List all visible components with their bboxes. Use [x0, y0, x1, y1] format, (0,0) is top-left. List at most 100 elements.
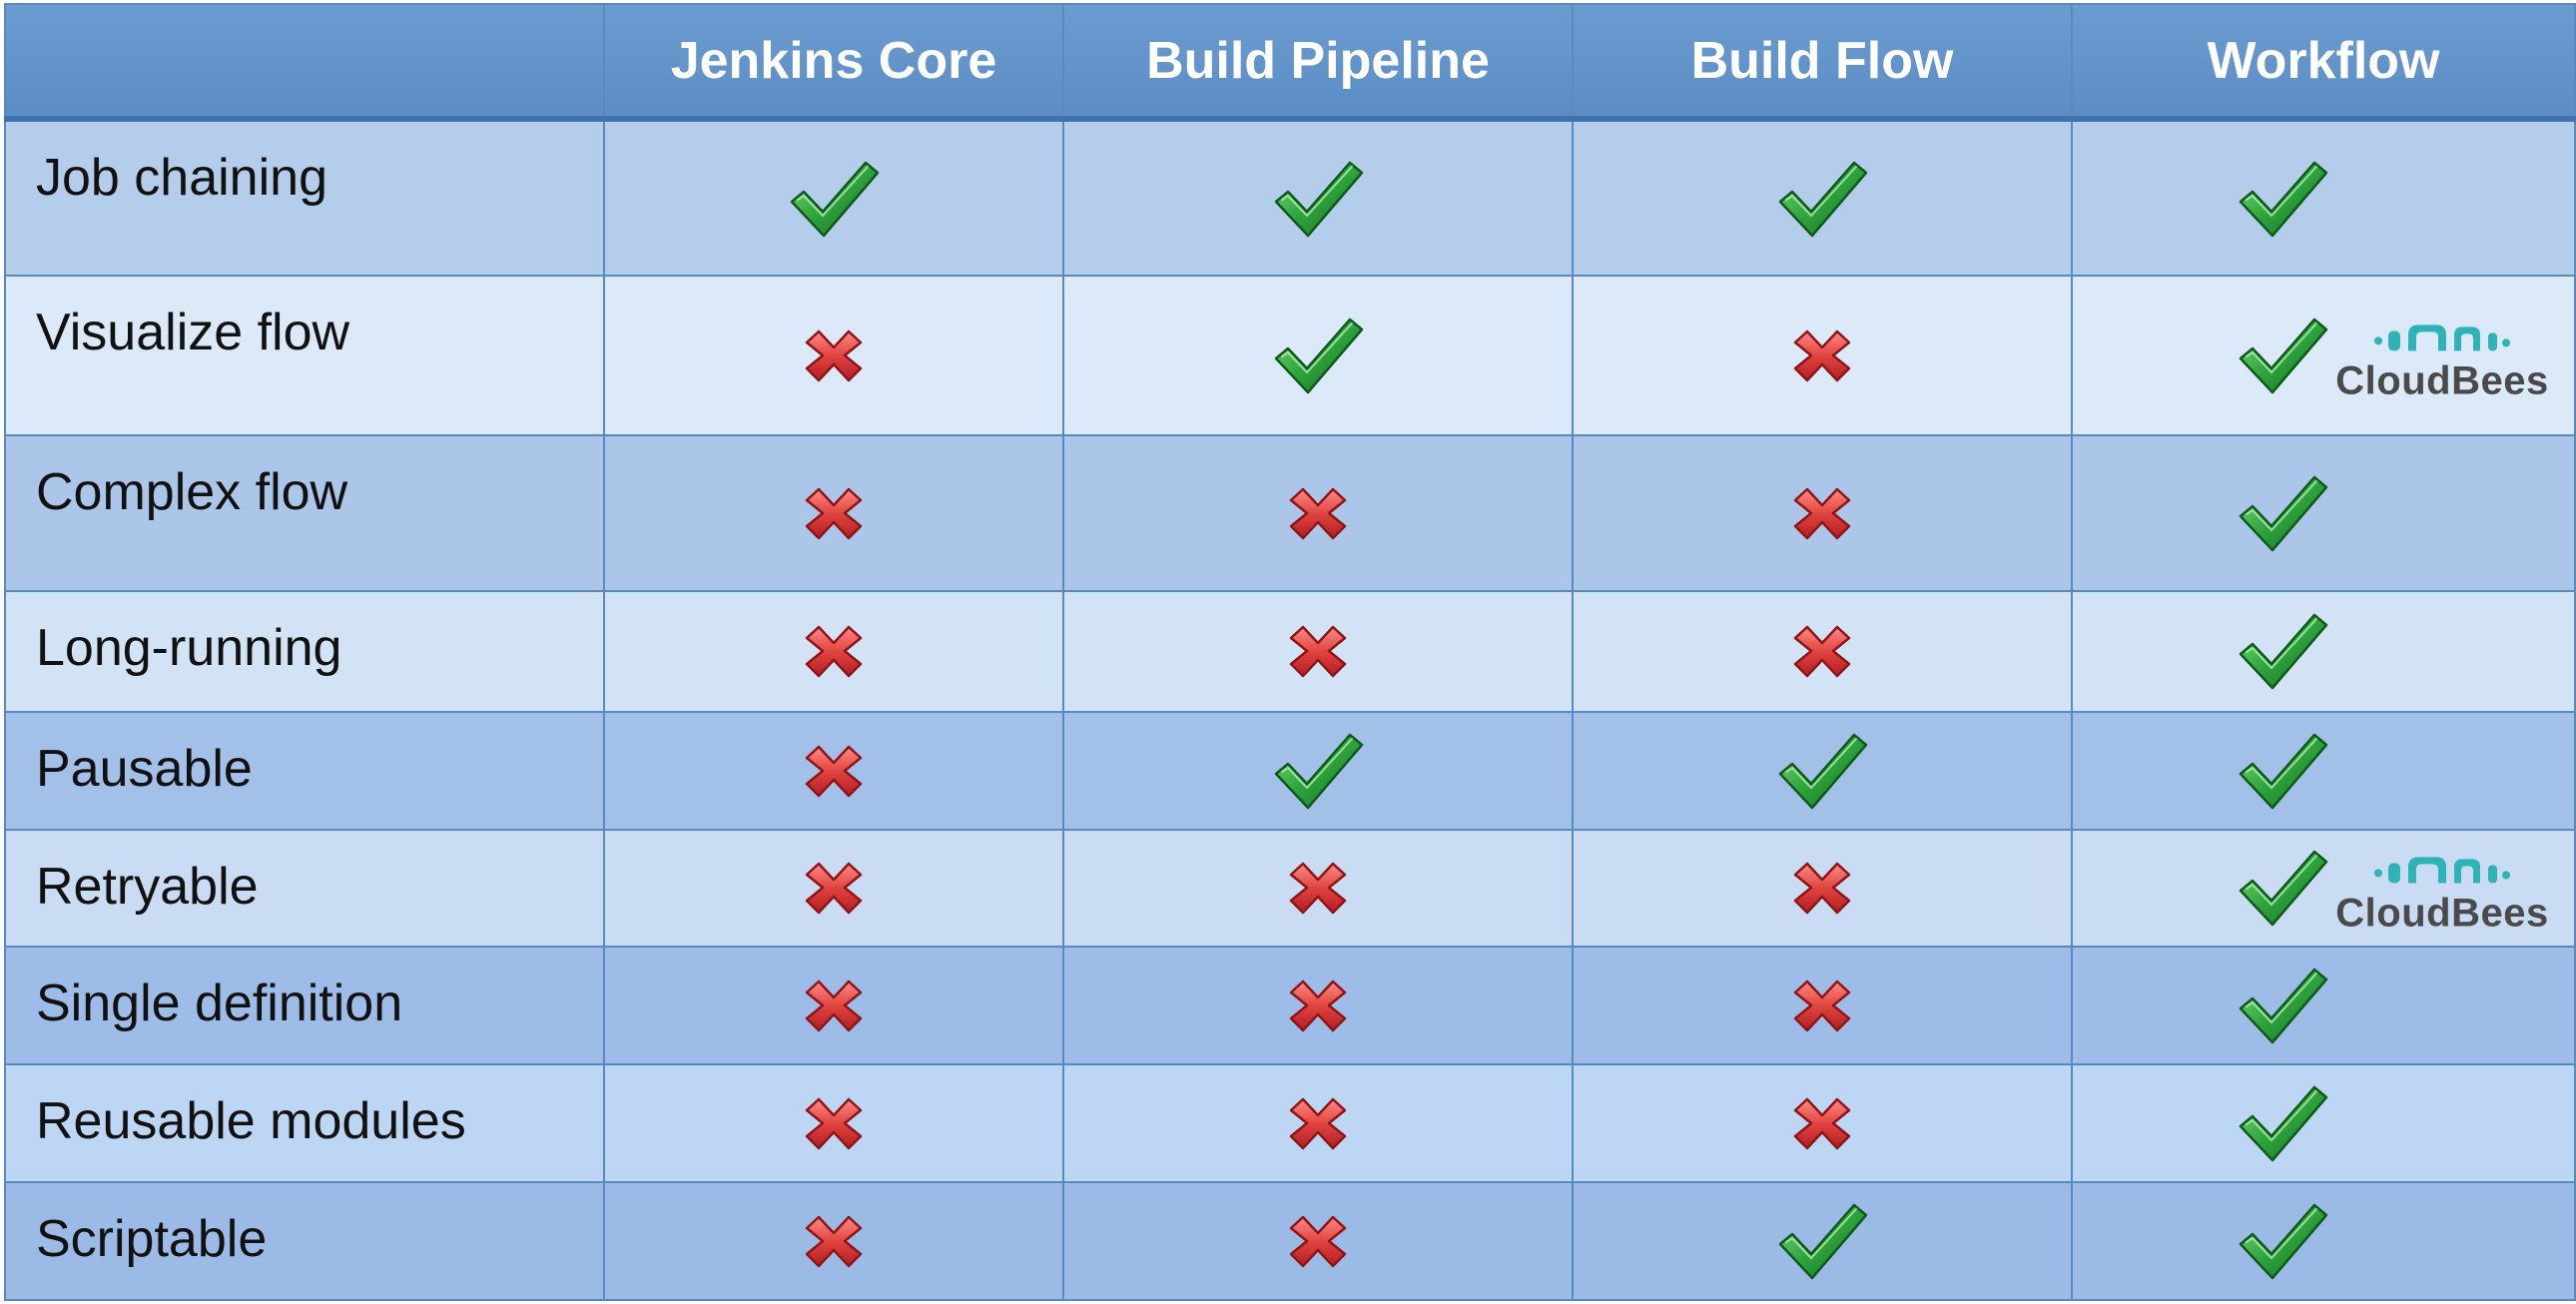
- red-x-icon: [801, 620, 867, 682]
- cell-jenkins-core: [603, 1180, 1064, 1302]
- cloudbees-wordmark: CloudBees: [2335, 358, 2549, 403]
- red-x-icon: [1789, 857, 1855, 919]
- green-check-icon: [2237, 472, 2328, 554]
- red-x-icon: [1285, 1092, 1351, 1154]
- table-row: Reusable modules: [4, 1063, 2576, 1183]
- cell-build-pipeline: [1062, 275, 1574, 436]
- cell-jenkins-core: [603, 946, 1064, 1066]
- column-header-build-flow: Build Flow: [1572, 3, 2073, 122]
- table-row: Long-running: [4, 590, 2576, 713]
- feature-label: Visualize flow: [4, 275, 605, 436]
- cloudbees-logo: CloudBees: [2322, 850, 2562, 934]
- green-check-icon: [1776, 1200, 1868, 1282]
- cell-build-flow: [1572, 1063, 2073, 1183]
- table-row: Pausable: [4, 710, 2576, 831]
- feature-label: Retryable: [4, 828, 605, 949]
- cell-workflow: [2071, 117, 2576, 278]
- cell-workflow: [2071, 946, 2576, 1066]
- feature-label: Reusable modules: [4, 1063, 605, 1183]
- cell-jenkins-core: [603, 117, 1064, 278]
- red-x-icon: [1285, 482, 1351, 544]
- cell-build-pipeline: [1062, 1180, 1574, 1302]
- red-x-icon: [1789, 975, 1855, 1036]
- red-x-icon: [801, 482, 867, 544]
- red-x-icon: [1789, 1092, 1855, 1154]
- cell-build-flow: [1572, 590, 2073, 713]
- feature-label: Complex flow: [4, 433, 605, 593]
- red-x-icon: [1789, 325, 1855, 386]
- cell-build-flow: [1572, 1180, 2073, 1302]
- red-x-icon: [1285, 620, 1351, 682]
- cell-build-pipeline: [1062, 117, 1574, 278]
- feature-label: Job chaining: [4, 117, 605, 278]
- green-check-icon: [2237, 1200, 2328, 1282]
- cell-build-flow: [1572, 275, 2073, 436]
- cell-jenkins-core: [603, 710, 1064, 831]
- cloudbees-logo: CloudBees: [2322, 317, 2562, 400]
- feature-label: Long-running: [4, 590, 605, 713]
- cell-jenkins-core: [603, 1063, 1064, 1183]
- cell-build-pipeline: [1062, 946, 1574, 1066]
- feature-label: Single definition: [4, 946, 605, 1066]
- cell-workflow: [2071, 710, 2576, 831]
- red-x-icon: [1285, 857, 1351, 919]
- green-check-icon: [2237, 847, 2328, 929]
- green-check-icon: [2237, 965, 2328, 1046]
- green-check-icon: [1776, 730, 1868, 812]
- green-check-icon: [1272, 730, 1364, 812]
- cell-build-pipeline: [1062, 828, 1574, 949]
- cell-jenkins-core: [603, 275, 1064, 436]
- red-x-icon: [801, 740, 867, 802]
- green-check-icon: [1272, 315, 1364, 396]
- red-x-icon: [1789, 482, 1855, 544]
- column-header-build-pipeline: Build Pipeline: [1062, 3, 1574, 122]
- column-header-workflow: Workflow: [2071, 3, 2576, 122]
- green-check-icon: [2237, 1082, 2328, 1164]
- table-row: Scriptable: [4, 1180, 2576, 1302]
- table-row: Job chaining: [4, 117, 2576, 278]
- feature-label: Scriptable: [4, 1180, 605, 1302]
- cell-build-pipeline: [1062, 590, 1574, 713]
- cell-jenkins-core: [603, 828, 1064, 949]
- green-check-icon: [2237, 610, 2328, 692]
- feature-comparison-table: Jenkins Core Build Pipeline Build Flow W…: [4, 3, 2576, 1302]
- table-row: Complex flow: [4, 433, 2576, 593]
- red-x-icon: [801, 857, 867, 919]
- cell-workflow: CloudBees: [2071, 828, 2576, 949]
- red-x-icon: [801, 975, 867, 1036]
- column-header-jenkins-core: Jenkins Core: [603, 3, 1064, 122]
- cell-build-flow: [1572, 828, 2073, 949]
- red-x-icon: [801, 1210, 867, 1272]
- cell-build-flow: [1572, 710, 2073, 831]
- cell-build-pipeline: [1062, 710, 1574, 831]
- green-check-icon: [1272, 158, 1364, 240]
- header-corner: [4, 3, 605, 122]
- green-check-icon: [788, 158, 880, 240]
- cell-build-pipeline: [1062, 433, 1574, 593]
- table-row: Single definition: [4, 946, 2576, 1066]
- cell-build-flow: [1572, 946, 2073, 1066]
- cell-workflow: [2071, 590, 2576, 713]
- cell-build-flow: [1572, 433, 2073, 593]
- cell-build-pipeline: [1062, 1063, 1574, 1183]
- red-x-icon: [801, 1092, 867, 1154]
- cell-jenkins-core: [603, 433, 1064, 593]
- red-x-icon: [1789, 620, 1855, 682]
- cloudbees-wordmark: CloudBees: [2335, 891, 2549, 936]
- red-x-icon: [1285, 1210, 1351, 1272]
- feature-label: Pausable: [4, 710, 605, 831]
- header-row: Jenkins Core Build Pipeline Build Flow W…: [4, 3, 2576, 122]
- cell-workflow: [2071, 1063, 2576, 1183]
- cell-workflow: [2071, 433, 2576, 593]
- cell-workflow: [2071, 1180, 2576, 1302]
- cell-workflow: CloudBees: [2071, 275, 2576, 436]
- red-x-icon: [801, 325, 867, 386]
- green-check-icon: [2237, 315, 2328, 396]
- cell-build-flow: [1572, 117, 2073, 278]
- green-check-icon: [2237, 158, 2328, 240]
- green-check-icon: [2237, 730, 2328, 812]
- red-x-icon: [1285, 975, 1351, 1036]
- cell-jenkins-core: [603, 590, 1064, 713]
